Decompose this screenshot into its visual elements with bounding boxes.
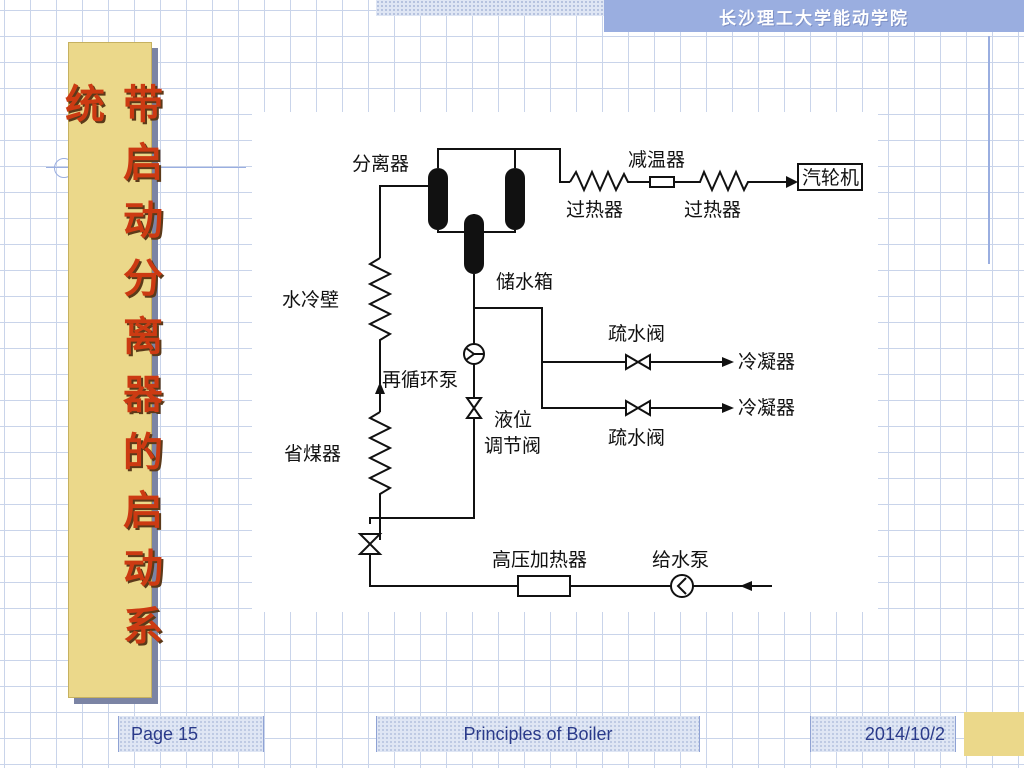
flow-arrow — [375, 382, 385, 394]
superheater-coil-1 — [569, 169, 650, 193]
header-banner: 长沙理工大学能动学院 — [604, 0, 1024, 32]
label-hp-heater: 高压加热器 — [492, 549, 587, 571]
turbine-box — [797, 163, 863, 191]
superheater-coil-2 — [674, 169, 782, 193]
feed-valve-a — [357, 533, 383, 546]
decorative-line-right — [988, 36, 990, 264]
feed-pump-mark — [676, 577, 687, 595]
separator-left — [428, 168, 448, 230]
label-condenser-2: 冷凝器 — [738, 397, 795, 419]
footer-course-title: Principles of Boiler — [463, 723, 613, 744]
slide-title: 带启动分离器的启动系统 — [58, 83, 163, 663]
recirc-pump-mark — [465, 347, 484, 361]
water-wall-coil — [367, 257, 393, 384]
steam-arrowhead — [786, 176, 798, 188]
label-economizer: 省煤器 — [284, 443, 341, 465]
hp-heater — [517, 575, 571, 597]
arrow-condenser-1 — [722, 357, 734, 367]
startup-system-diagram: 分离器 减温器 过热器 过热器 汽轮机 水冷壁 储水箱 疏水阀 冷凝器 再循环泵… — [282, 148, 863, 598]
riser-line — [379, 185, 438, 258]
storage-tank — [464, 214, 484, 274]
drain-valve-2-b — [636, 399, 651, 417]
level-valve-b — [465, 406, 483, 419]
economizer-coil — [367, 411, 393, 540]
feed-valve-b — [357, 542, 383, 555]
footer-course-box: Principles of Boiler — [376, 716, 700, 752]
title-panel: 带启动分离器的启动系统 — [58, 42, 163, 698]
drain-branch-2 — [541, 362, 626, 409]
arrow-condenser-2 — [722, 403, 734, 413]
storage-tank-drain — [473, 274, 626, 363]
label-recirc-pump: 再循环泵 — [382, 369, 458, 391]
steam-header — [437, 148, 516, 233]
label-storage-tank: 储水箱 — [496, 271, 553, 293]
label-separator: 分离器 — [352, 153, 409, 175]
label-superheater-2: 过热器 — [684, 199, 741, 221]
label-desuperheater: 减温器 — [628, 149, 685, 171]
level-valve-a — [465, 397, 483, 410]
steam-line-to-desuperheater — [515, 148, 570, 183]
header-dotted-strip — [376, 0, 604, 16]
institution-name: 长沙理工大学能动学院 — [719, 8, 909, 29]
footer-date-box: 2014/10/2 — [810, 716, 956, 752]
feedwater-line — [369, 554, 772, 587]
label-level-valve-1: 液位 — [494, 409, 532, 431]
label-superheater-1: 过热器 — [566, 199, 623, 221]
footer-page-number: Page 15 — [131, 723, 199, 744]
feed-pump — [670, 574, 694, 598]
drain-valve-1-b — [636, 353, 651, 371]
footer-date: 2014/10/2 — [864, 723, 945, 744]
label-drain-valve-2: 疏水阀 — [608, 427, 665, 449]
footer-page-box: Page 15 — [118, 716, 264, 752]
desuperheater — [649, 176, 675, 188]
label-condenser-1: 冷凝器 — [738, 351, 795, 373]
label-drain-valve-1: 疏水阀 — [608, 323, 665, 345]
recirc-return — [369, 418, 475, 524]
label-water-wall: 水冷壁 — [282, 289, 339, 311]
separator-right — [505, 168, 525, 230]
drain-valve-2-a — [625, 399, 640, 417]
feed-inlet-arrow — [740, 581, 752, 591]
label-turbine: 汽轮机 — [802, 167, 859, 189]
label-level-valve-2: 调节阀 — [484, 435, 541, 457]
footer-accent-block — [964, 712, 1024, 756]
drain-valve-1-a — [625, 353, 640, 371]
label-feed-pump: 给水泵 — [652, 549, 709, 571]
